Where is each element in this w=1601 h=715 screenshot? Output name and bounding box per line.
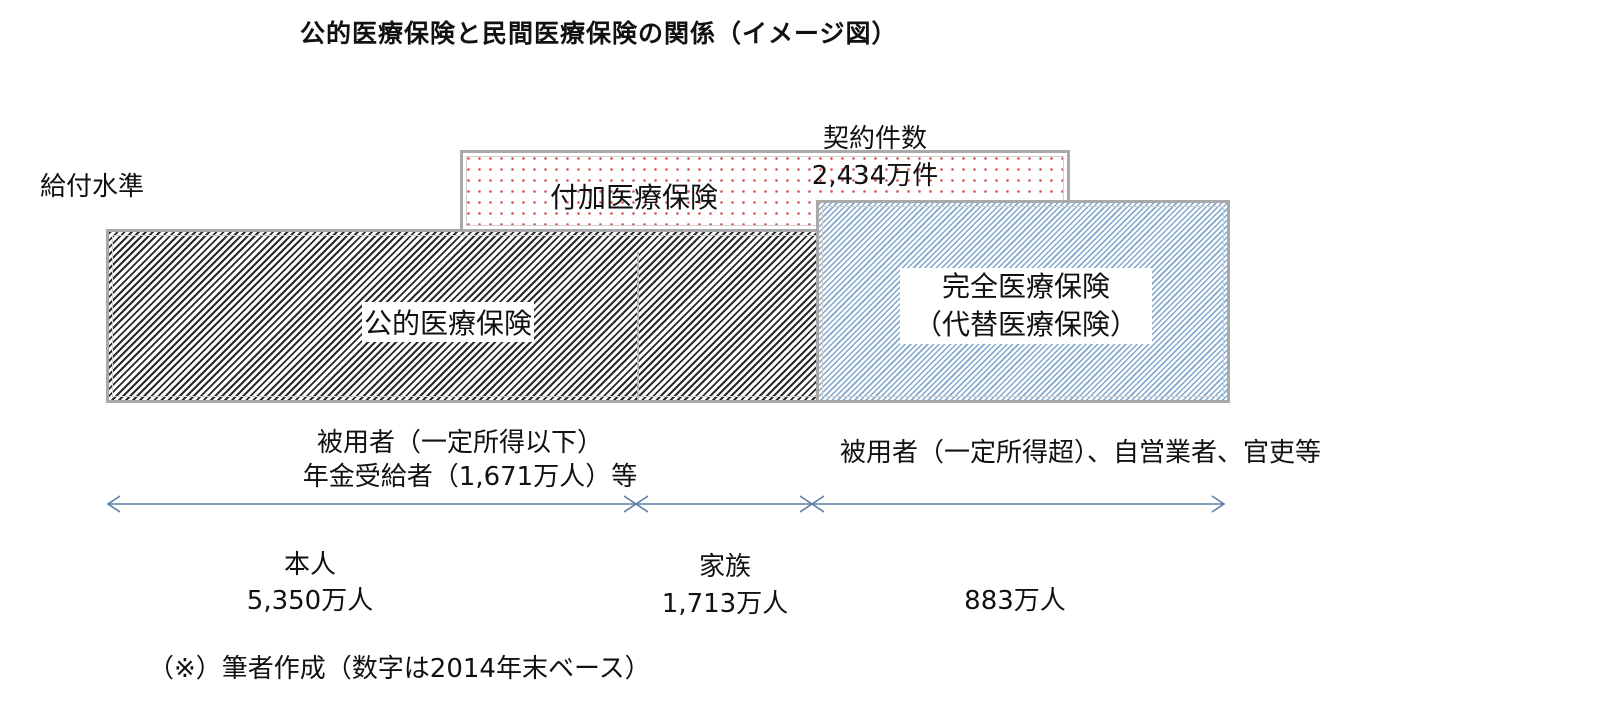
arrow-head-right-start [810,495,825,513]
rider-insurance-box [460,150,1070,232]
full-insurance-label-line1: 完全医療保険 [941,270,1110,303]
insured-self-label: 本人 [283,550,336,580]
benefit-level-label: 給付水準 [40,172,145,202]
contracts-value: 2,434万件 [811,161,939,191]
left-group-line2: 年金受給者（1,671万人）等 [302,462,638,492]
full-insurance-box [816,200,1230,403]
full-insurance-label-line2: （代替医療保険） [913,308,1138,341]
source-note: （※）筆者作成（数字は2014年末ベース） [148,654,651,684]
rider-insurance-label: 付加医療保険 [550,181,719,214]
diagram-title: 公的医療保険と民間医療保険の関係（イメージ図） [300,19,898,48]
self-family-divider [637,252,639,400]
arrow-head-left-start [106,495,121,513]
left-group-line1: 被用者（一定所得以下） [316,428,603,458]
arrow-head-right-end [1211,495,1226,513]
public-insurance-label: 公的医療保険 [362,302,535,342]
family-count: 1,713万人 [661,589,789,619]
family-label: 家族 [698,552,751,582]
right-group-label: 被用者（一定所得超）、自営業者、官吏等 [840,438,1322,468]
contracts-label: 契約件数 [822,124,927,154]
right-group-count: 883万人 [964,586,1066,616]
full-insurance-label: 完全医療保険 （代替医療保険） [900,268,1152,344]
insured-self-count: 5,350万人 [246,586,374,616]
arrow-head-family-start [634,495,649,513]
